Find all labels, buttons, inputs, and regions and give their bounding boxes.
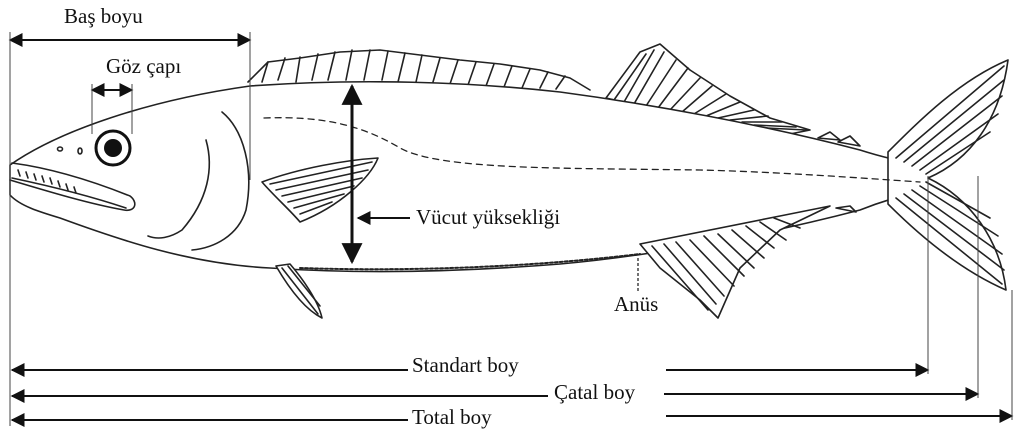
caudal-fin [888, 60, 1008, 290]
standard-length-label: Standart boy [410, 355, 521, 376]
pelvic-fin [276, 264, 322, 318]
total-length-label: Total boy [410, 407, 494, 428]
body-depth-label: Vücut yüksekliği [414, 207, 562, 228]
eye-diameter-label: Göz çapı [104, 56, 183, 77]
head-length-label: Baş boyu [62, 6, 145, 27]
fork-length-label: Çatal boy [552, 382, 637, 403]
eye [96, 131, 130, 165]
anus-label: Anüs [612, 294, 660, 315]
fish-body [10, 82, 920, 272]
